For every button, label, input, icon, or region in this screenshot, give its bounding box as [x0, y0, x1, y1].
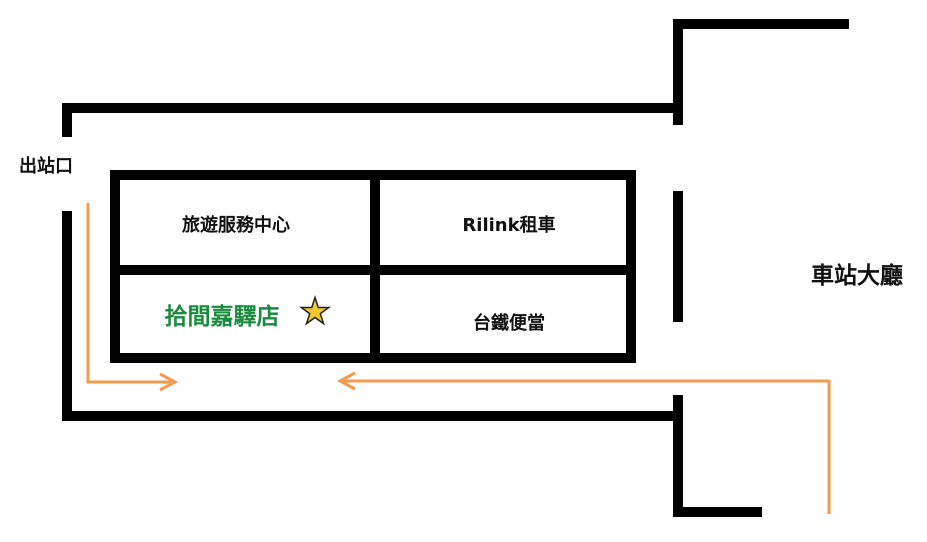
- wall-left-lower: [62, 211, 72, 421]
- bento-label: 台鐵便當: [473, 313, 545, 334]
- route-from-hall: [340, 379, 831, 514]
- wall-top: [62, 103, 683, 113]
- arrowhead-right-icon: [159, 372, 179, 392]
- wall-left-top-stub: [62, 103, 72, 137]
- rental-label: Rilink租車: [462, 215, 556, 236]
- wall-bottom-right-vertical: [673, 395, 683, 517]
- walls: [62, 19, 849, 517]
- hotel-label: 拾間嘉驛店: [164, 304, 280, 330]
- shop-block: [110, 170, 636, 363]
- wall-middle-right: [673, 191, 683, 322]
- route-from-exit: [86, 203, 174, 384]
- wall-top-right-vertical: [673, 19, 683, 125]
- station-hall-label: 車站大廳: [811, 263, 903, 289]
- arrowhead-left-icon: [336, 371, 356, 391]
- star-icon: ★: [298, 291, 332, 334]
- tourist-center-label: 旅遊服務中心: [182, 215, 290, 236]
- exit-label: 出站口: [19, 156, 73, 177]
- wall-top-right-horizontal: [673, 19, 849, 29]
- wall-bottom: [62, 411, 683, 421]
- wall-bottom-right-horizontal: [673, 507, 762, 517]
- route-arrows: [86, 203, 831, 514]
